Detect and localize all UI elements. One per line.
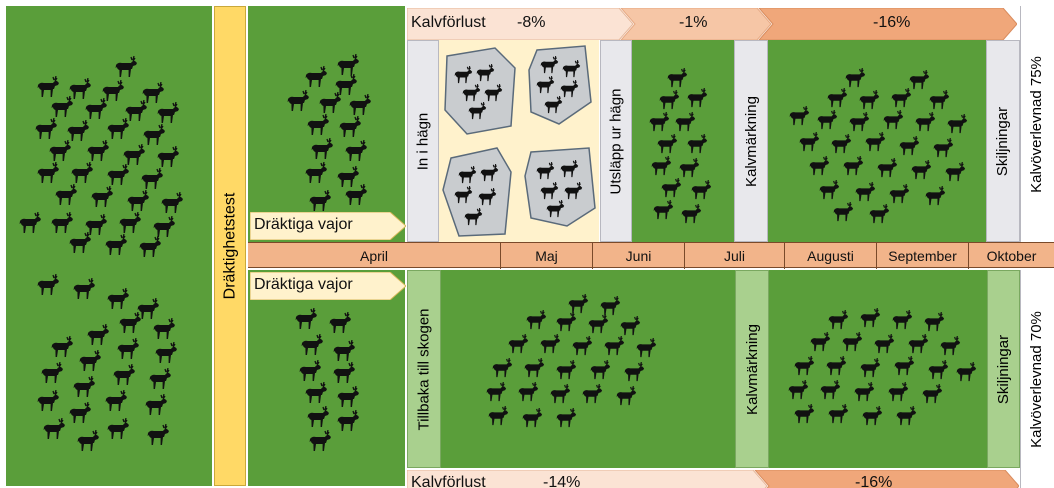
bottom-survival-label: Kalvöverlevnad 70%	[1028, 310, 1046, 448]
bottom-spring-panel	[441, 270, 735, 468]
reindeer-icon	[18, 56, 184, 452]
enclosure-area	[439, 40, 599, 242]
top-pregnant-females-arrow: Dräktiga vajor	[250, 212, 406, 240]
pregnancy-test-band: Dräktighetstest	[214, 6, 246, 486]
arrow-shape	[250, 212, 406, 240]
loss-arrow-shapes	[407, 8, 1017, 40]
top-loss-2: -1%	[679, 14, 708, 31]
reindeer-icon	[454, 56, 583, 226]
reindeer-icon	[294, 308, 360, 452]
top-loss-1: -8%	[517, 14, 546, 31]
top-separation-bar: Skiljningar	[986, 40, 1020, 242]
top-survival-label: Kalvöverlevnad 75%	[1028, 55, 1046, 193]
loss-arrow-shapes	[407, 470, 1019, 488]
into-enclosure-label: In i hägn	[414, 112, 432, 170]
start-herd-panel	[6, 6, 212, 486]
bottom-separation-label: Skiljningar	[995, 334, 1013, 404]
top-separation-label: Skiljningar	[994, 106, 1012, 176]
timeline-bar: April Maj Juni Juli Augusti September Ok…	[248, 242, 1054, 269]
bottom-calf-marking-bar: Kalvmärkning	[735, 270, 769, 468]
bottom-survival-bar: Kalvöverlevnad 70%	[1020, 270, 1052, 488]
release-label: Utsläpp ur hägn	[607, 88, 625, 194]
release-bar: Utsläpp ur hägn	[600, 40, 632, 242]
bottom-calf-marking-label: Kalvmärkning	[743, 323, 761, 415]
bottom-calf-loss-label: Kalvförlust	[411, 474, 486, 488]
month-maj: Maj	[500, 243, 592, 269]
bottom-loss-arrows: Kalvförlust -14% -16%	[407, 470, 1019, 488]
top-survival-bar: Kalvöverlevnad 75%	[1020, 6, 1052, 242]
into-enclosure-bar: In i hägn	[407, 40, 439, 242]
top-pregnant-females-label: Dräktiga vajor	[254, 216, 353, 233]
top-post-release-panel	[632, 40, 734, 242]
top-pregnant-herd-panel	[248, 6, 405, 242]
month-september: September	[876, 243, 968, 269]
month-juli: Juli	[684, 243, 784, 269]
month-augusti: Augusti	[784, 243, 876, 269]
bottom-pregnant-females-label: Dräktiga vajor	[254, 276, 353, 293]
bottom-summer-panel	[769, 270, 987, 468]
back-to-forest-label: Tillbaka till skogen	[415, 308, 433, 430]
month-juni: Juni	[592, 243, 684, 269]
top-calf-loss-label: Kalvförlust	[411, 14, 486, 31]
month-april: April	[359, 248, 388, 264]
reindeer-icon	[789, 68, 968, 224]
reindeer-icon	[286, 54, 372, 212]
bottom-pregnant-herd-panel	[248, 270, 405, 486]
top-calf-marking-bar: Kalvmärkning	[734, 40, 768, 242]
reindeer-icon	[486, 294, 657, 428]
top-summer-panel	[768, 40, 986, 242]
bottom-separation-bar: Skiljningar	[987, 270, 1020, 468]
month-oktober: Oktober	[968, 243, 1054, 269]
arrow-shape	[250, 272, 406, 300]
bottom-loss-1: -14%	[543, 474, 581, 488]
reindeer-icon	[649, 68, 712, 224]
pregnancy-test-label: Dräktighetstest	[221, 192, 238, 300]
top-loss-3: -16%	[873, 14, 911, 31]
bottom-loss-2: -16%	[855, 474, 893, 488]
back-to-forest-bar: Tillbaka till skogen	[407, 270, 441, 468]
bottom-pregnant-females-arrow: Dräktiga vajor	[250, 272, 406, 300]
reindeer-icon	[788, 308, 977, 426]
top-calf-marking-label: Kalvmärkning	[742, 95, 760, 187]
top-loss-arrows: Kalvförlust -8% -1% -16%	[407, 8, 1017, 40]
